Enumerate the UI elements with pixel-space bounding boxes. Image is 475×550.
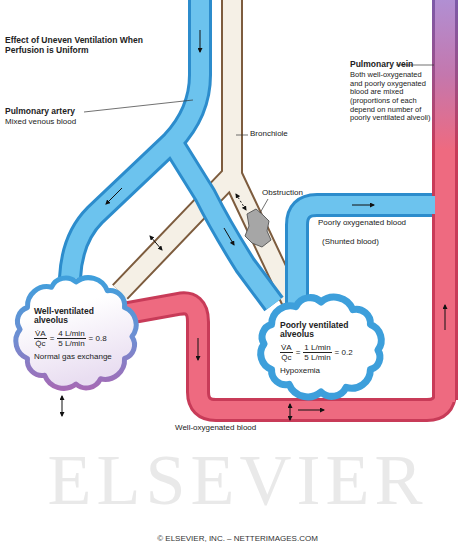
leader-line bbox=[236, 135, 248, 136]
alveolus-name: Poorly ventilated alveolus bbox=[280, 320, 349, 340]
ratio-term: 4 L/min bbox=[58, 329, 84, 338]
structure-label: Pulmonary vein bbox=[350, 60, 440, 70]
structure-note: Mixed venous blood bbox=[5, 118, 100, 127]
artery-lumen bbox=[70, 0, 274, 304]
gas-exchange-note: Normal gas exchange bbox=[34, 352, 112, 361]
flow-arrow bbox=[298, 410, 324, 411]
ratio-sign: = bbox=[296, 348, 301, 357]
alveolus-wall bbox=[16, 278, 136, 389]
structure-label: Obstruction bbox=[262, 189, 332, 198]
copyright-note: © ELSEVIER, INC. – NETTERIMAGES.COM bbox=[0, 535, 475, 544]
ratio-term: Q̇c bbox=[281, 353, 291, 362]
flow-arrow bbox=[198, 338, 199, 360]
structure-label: Bronchiole bbox=[250, 130, 320, 139]
ratio-term: 5 L/min bbox=[304, 353, 330, 362]
ratio-term: 5 L/min bbox=[58, 339, 84, 348]
shunt-vessel-wall bbox=[297, 205, 445, 305]
flow-arrow bbox=[445, 305, 446, 330]
ratio-value: = 0.8 bbox=[89, 334, 107, 343]
flow-label: (Shunted blood) bbox=[322, 238, 417, 247]
obstruction-plug bbox=[245, 209, 271, 247]
flow-arrow bbox=[352, 205, 374, 206]
structure-label: Pulmonary artery bbox=[5, 107, 100, 117]
ratio-term: 1 L/min bbox=[304, 343, 330, 352]
air-arrow bbox=[62, 396, 63, 416]
diagram-title: Effect of Uneven Ventilation When Perfus… bbox=[5, 36, 155, 56]
ratio-term: Q̇c bbox=[35, 339, 45, 348]
ratio-term: V̇A bbox=[35, 329, 46, 338]
alveolus-wall bbox=[261, 297, 382, 397]
gas-exchange-note: Hypoxemia bbox=[280, 366, 320, 375]
ratio-value: = 0.2 bbox=[335, 348, 353, 357]
air-arrow bbox=[290, 404, 291, 420]
alveolus-name: Well-ventilated alveolus bbox=[34, 306, 94, 326]
air-arrow bbox=[236, 194, 246, 210]
alveolus-node: Well-ventilated alveolusV̇AQ̇c =4 L/min5 … bbox=[6, 268, 146, 398]
flow-arrow bbox=[106, 188, 122, 204]
artery-wall bbox=[70, 0, 274, 304]
flow-arrow bbox=[200, 30, 201, 52]
structure-note: Both well-oxygenated and poorly oxygenat… bbox=[350, 71, 432, 123]
flow-label: Poorly oxygenated blood bbox=[318, 219, 433, 228]
alveolus-node: Poorly ventilated alveolusV̇AQ̇c =1 L/min… bbox=[250, 288, 392, 406]
watermark: ELSEVIER bbox=[0, 440, 475, 521]
shunt-vessel-lumen bbox=[297, 205, 445, 305]
flow-arrow bbox=[224, 228, 234, 245]
flow-label: Well-oxygenated blood bbox=[175, 424, 295, 433]
ratio-term: V̇A bbox=[281, 343, 292, 352]
leader-line bbox=[260, 199, 268, 213]
ratio-sign: = bbox=[50, 334, 55, 343]
leader-line bbox=[84, 100, 193, 112]
air-arrow bbox=[150, 236, 162, 250]
vein-lumen bbox=[435, 0, 455, 402]
